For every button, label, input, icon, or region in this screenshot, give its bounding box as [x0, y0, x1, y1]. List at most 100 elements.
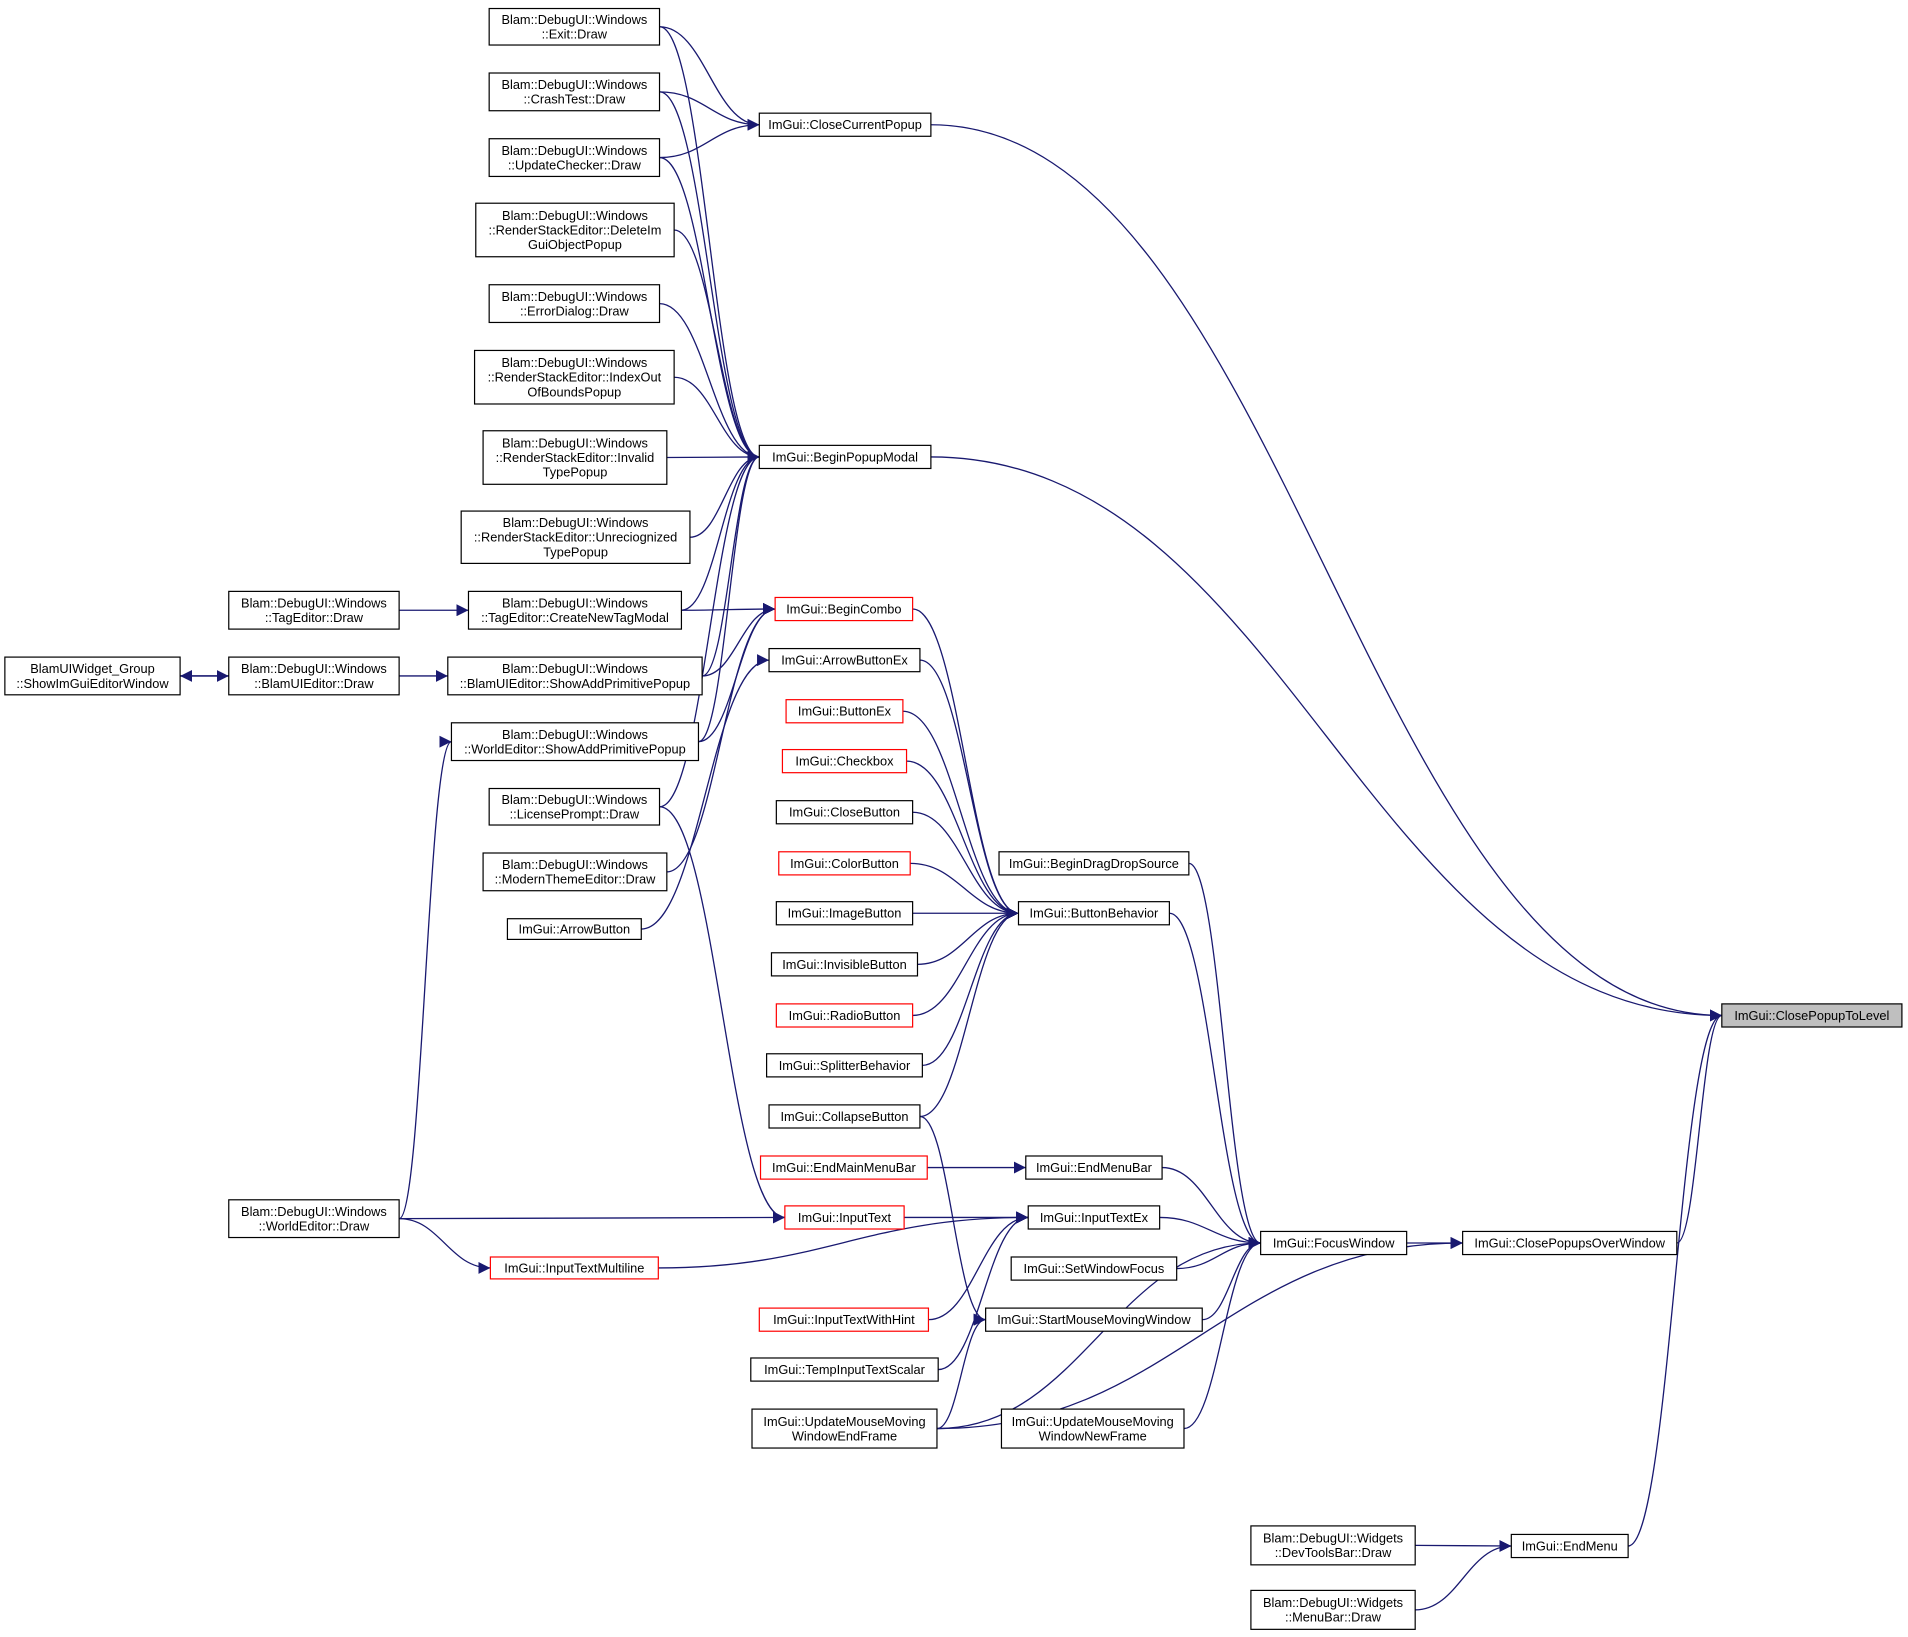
node-box — [998, 851, 1190, 876]
node-blamuiaddprim[interactable]: Blam::DebugUI::Windows::BlamUIEditor::Sh… — [447, 656, 703, 696]
node-exit[interactable]: Blam::DebugUI::Windows::Exit::Draw — [488, 7, 661, 46]
node-box — [766, 1053, 923, 1078]
node-createnewtag[interactable]: Blam::DebugUI::Windows::TagEditor::Creat… — [467, 590, 683, 630]
edge-checkbox-to-buttonbehavior — [906, 760, 1019, 920]
node-label: Blam::DebugUI::Windows — [241, 595, 387, 610]
node-focuswindow[interactable]: ImGui::FocusWindow — [1260, 1230, 1408, 1256]
node-checkbox[interactable]: ImGui::Checkbox — [781, 748, 908, 774]
edge-inputtextwithhint-to-inputtextex — [928, 1211, 1029, 1321]
node-blamuieditor[interactable]: Blam::DebugUI::Windows::BlamUIEditor::Dr… — [228, 656, 400, 696]
node-begindragdrop[interactable]: ImGui::BeginDragDropSource — [998, 851, 1190, 876]
node-label: ::RenderStackEditor::Unreciognized — [474, 530, 677, 545]
node-inputtextwithhint[interactable]: ImGui::InputTextWithHint — [758, 1307, 930, 1332]
node-devtoolsbar[interactable]: Blam::DebugUI::Widgets::DevToolsBar::Dra… — [1250, 1525, 1416, 1566]
node-box — [1250, 1525, 1416, 1566]
node-label: ImGui::EndMenuBar — [1036, 1160, 1153, 1175]
node-box — [751, 1408, 938, 1449]
node-colorbutton[interactable]: ImGui::ColorButton — [778, 851, 911, 876]
node-closecurrentpopup[interactable]: ImGui::CloseCurrentPopup — [758, 112, 932, 137]
node-box — [778, 851, 911, 876]
node-moderntheme[interactable]: Blam::DebugUI::Windows::ModernThemeEdito… — [482, 852, 668, 892]
edge-worldeditor-to-worldaddprim — [398, 735, 453, 1220]
node-begincombo[interactable]: ImGui::BeginCombo — [774, 596, 914, 622]
node-inputtextmultiline[interactable]: ImGui::InputTextMultiline — [489, 1256, 659, 1280]
node-box — [768, 1104, 921, 1129]
node-box — [488, 138, 661, 178]
node-closepopupsover[interactable]: ImGui::ClosePopupsOverWindow — [1462, 1230, 1678, 1256]
node-deleteimgui[interactable]: Blam::DebugUI::Windows::RenderStackEdito… — [475, 202, 675, 258]
edge-updatemouseend-to-focuswindow — [936, 1237, 1261, 1430]
edge-moderntheme-to-begincombo — [666, 603, 776, 873]
node-label: ::Exit::Draw — [542, 27, 608, 42]
node-box — [475, 202, 675, 258]
node-worldeditor[interactable]: Blam::DebugUI::Windows::WorldEditor::Dra… — [228, 1199, 400, 1239]
edge-inputtextex-to-focuswindow — [1159, 1216, 1261, 1249]
node-box — [758, 444, 932, 470]
edge-closecurrentpopup-to-closepopuptolevel — [930, 124, 1722, 1022]
edge-licenseprompt-to-beginpopupmodal — [659, 451, 760, 808]
edge-blamuiaddprim-to-begincombo — [702, 603, 776, 677]
node-unrecognized[interactable]: Blam::DebugUI::Windows::RenderStackEdito… — [460, 510, 691, 564]
node-box — [759, 1155, 928, 1180]
node-endmainmenubar[interactable]: ImGui::EndMainMenuBar — [759, 1155, 928, 1180]
node-tempinputtextscalar[interactable]: ImGui::TempInputTextScalar — [750, 1357, 939, 1382]
node-label: ImGui::InvisibleButton — [782, 957, 906, 972]
node-label: ImGui::ColorButton — [790, 856, 899, 871]
node-tageditor[interactable]: Blam::DebugUI::Windows::TagEditor::Draw — [228, 590, 400, 630]
node-blamuiwidget[interactable]: BlamUIWidget_Group::ShowImGuiEditorWindo… — [4, 656, 181, 696]
edge-updatechecker-to-closecurrentpopup — [659, 118, 760, 159]
node-endmenu[interactable]: ImGui::EndMenu — [1510, 1533, 1629, 1559]
node-licenseprompt[interactable]: Blam::DebugUI::Windows::LicensePrompt::D… — [488, 787, 661, 826]
node-label: ImGui::InputText — [798, 1210, 892, 1225]
node-invisiblebutton[interactable]: ImGui::InvisibleButton — [770, 952, 919, 977]
node-label: ImGui::Checkbox — [795, 754, 894, 769]
node-arrowbuttonex[interactable]: ImGui::ArrowButtonEx — [768, 647, 921, 673]
edge-setwindowfocus-to-focuswindow — [1176, 1237, 1261, 1270]
node-buttonbehavior[interactable]: ImGui::ButtonBehavior — [1017, 901, 1170, 926]
node-label: ImGui::FocusWindow — [1273, 1235, 1395, 1250]
node-inputtextex[interactable]: ImGui::InputTextEx — [1027, 1205, 1161, 1230]
node-box — [758, 112, 932, 137]
node-box — [1000, 1408, 1185, 1449]
node-indexout[interactable]: Blam::DebugUI::Windows::RenderStackEdito… — [473, 349, 675, 405]
node-label: Blam::DebugUI::Windows — [502, 661, 648, 676]
node-box — [1260, 1230, 1408, 1256]
node-beginpopupmodal[interactable]: ImGui::BeginPopupModal — [758, 444, 932, 470]
node-label: Blam::DebugUI::Windows — [502, 595, 648, 610]
node-splitterbehavior[interactable]: ImGui::SplitterBehavior — [766, 1053, 923, 1078]
edge-invisiblebutton-to-buttonbehavior — [917, 907, 1019, 965]
node-box — [488, 72, 661, 112]
edge-updatemousenew-to-focuswindow — [1183, 1237, 1261, 1430]
edge-crashtest-to-closecurrentpopup — [659, 91, 760, 131]
node-collapsebutton[interactable]: ImGui::CollapseButton — [768, 1104, 921, 1129]
node-box — [482, 430, 668, 485]
node-setwindowfocus[interactable]: ImGui::SetWindowFocus — [1010, 1256, 1178, 1281]
node-buttonex[interactable]: ImGui::ButtonEx — [785, 699, 904, 724]
node-errordialog[interactable]: Blam::DebugUI::Windows::ErrorDialog::Dra… — [488, 284, 661, 324]
node-label: ::BlamUIEditor::Draw — [254, 676, 374, 691]
node-label: Blam::DebugUI::Windows — [502, 208, 648, 223]
node-menubar[interactable]: Blam::DebugUI::Widgets::MenuBar::Draw — [1250, 1589, 1416, 1630]
node-arrowbutton[interactable]: ImGui::ArrowButton — [506, 918, 642, 940]
node-label: ImGui::ButtonBehavior — [1030, 906, 1159, 921]
edge-createnewtag-to-beginpopupmodal — [681, 450, 760, 611]
node-crashtest[interactable]: Blam::DebugUI::Windows::CrashTest::Draw — [488, 72, 661, 112]
node-startmousemoving[interactable]: ImGui::StartMouseMovingWindow — [985, 1307, 1203, 1332]
node-box — [785, 699, 904, 724]
node-invalidtype[interactable]: Blam::DebugUI::Windows::RenderStackEdito… — [482, 430, 668, 485]
node-label: ::MenuBar::Draw — [1285, 1610, 1382, 1625]
node-inputtext[interactable]: ImGui::InputText — [784, 1205, 905, 1230]
node-radiobutton[interactable]: ImGui::RadioButton — [775, 1003, 914, 1028]
edge-licenseprompt-to-inputtext — [659, 806, 785, 1224]
node-closebutton[interactable]: ImGui::CloseButton — [775, 800, 914, 825]
node-endmenubar[interactable]: ImGui::EndMenuBar — [1025, 1155, 1163, 1180]
node-label: Blam::DebugUI::Windows — [502, 727, 648, 742]
node-imagebutton[interactable]: ImGui::ImageButton — [775, 901, 914, 926]
node-label: ::LicensePrompt::Draw — [510, 807, 640, 822]
node-closepopuptolevel: ImGui::ClosePopupToLevel — [1721, 1003, 1903, 1028]
edge-arrowbuttonex-to-buttonbehavior — [919, 659, 1019, 920]
node-worldaddprim[interactable]: Blam::DebugUI::Windows::WorldEditor::Sho… — [450, 722, 700, 762]
node-updatechecker[interactable]: Blam::DebugUI::Windows::UpdateChecker::D… — [488, 138, 661, 178]
